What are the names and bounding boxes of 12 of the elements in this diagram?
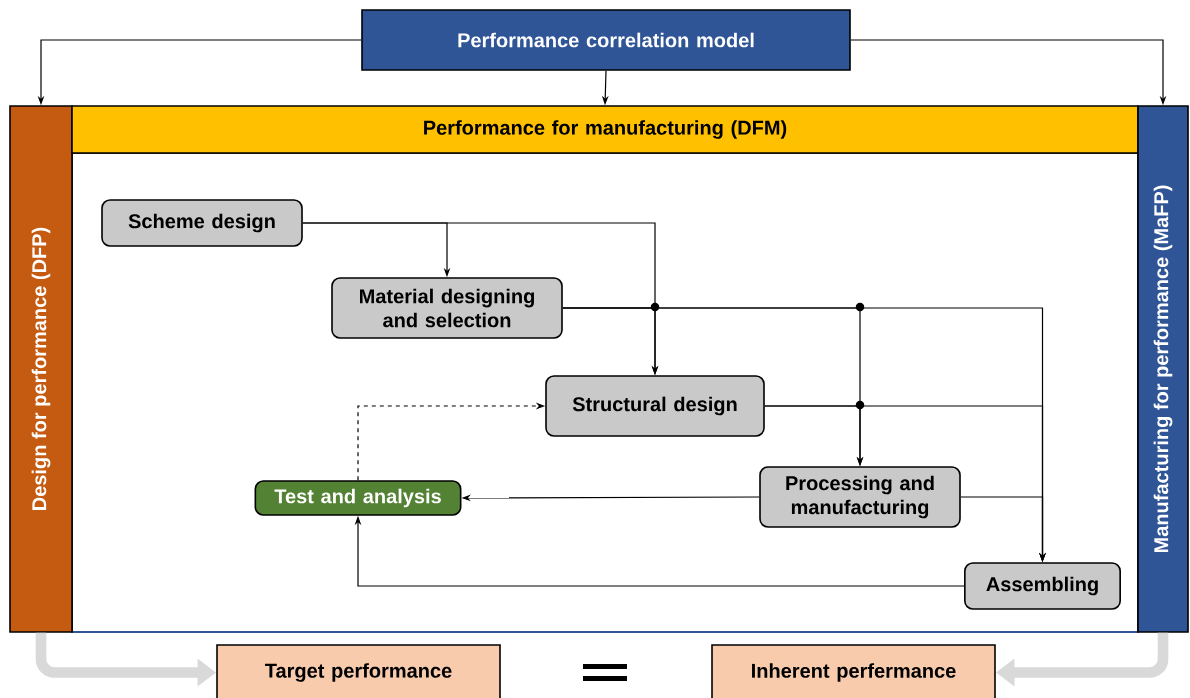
process-box: Scheme design <box>101 199 303 247</box>
process-box: Processing and manufacturing <box>759 466 961 528</box>
process-box: Material designing and selection <box>331 277 563 339</box>
process-box: Test and analysis <box>254 480 462 516</box>
process-box: Structural design <box>545 375 765 437</box>
result-box: Target performance <box>216 644 501 698</box>
vertical-band: Design for performance (DFP) <box>9 105 73 633</box>
header-band: Performance for manufacturing (DFM) <box>71 105 1139 154</box>
result-box: Inherent perfermance <box>711 644 996 698</box>
title-box: Performance correlation model <box>361 9 851 71</box>
vertical-band: Manufacturing for performance (MaFP) <box>1137 105 1189 633</box>
process-box: Assembling <box>964 562 1121 610</box>
